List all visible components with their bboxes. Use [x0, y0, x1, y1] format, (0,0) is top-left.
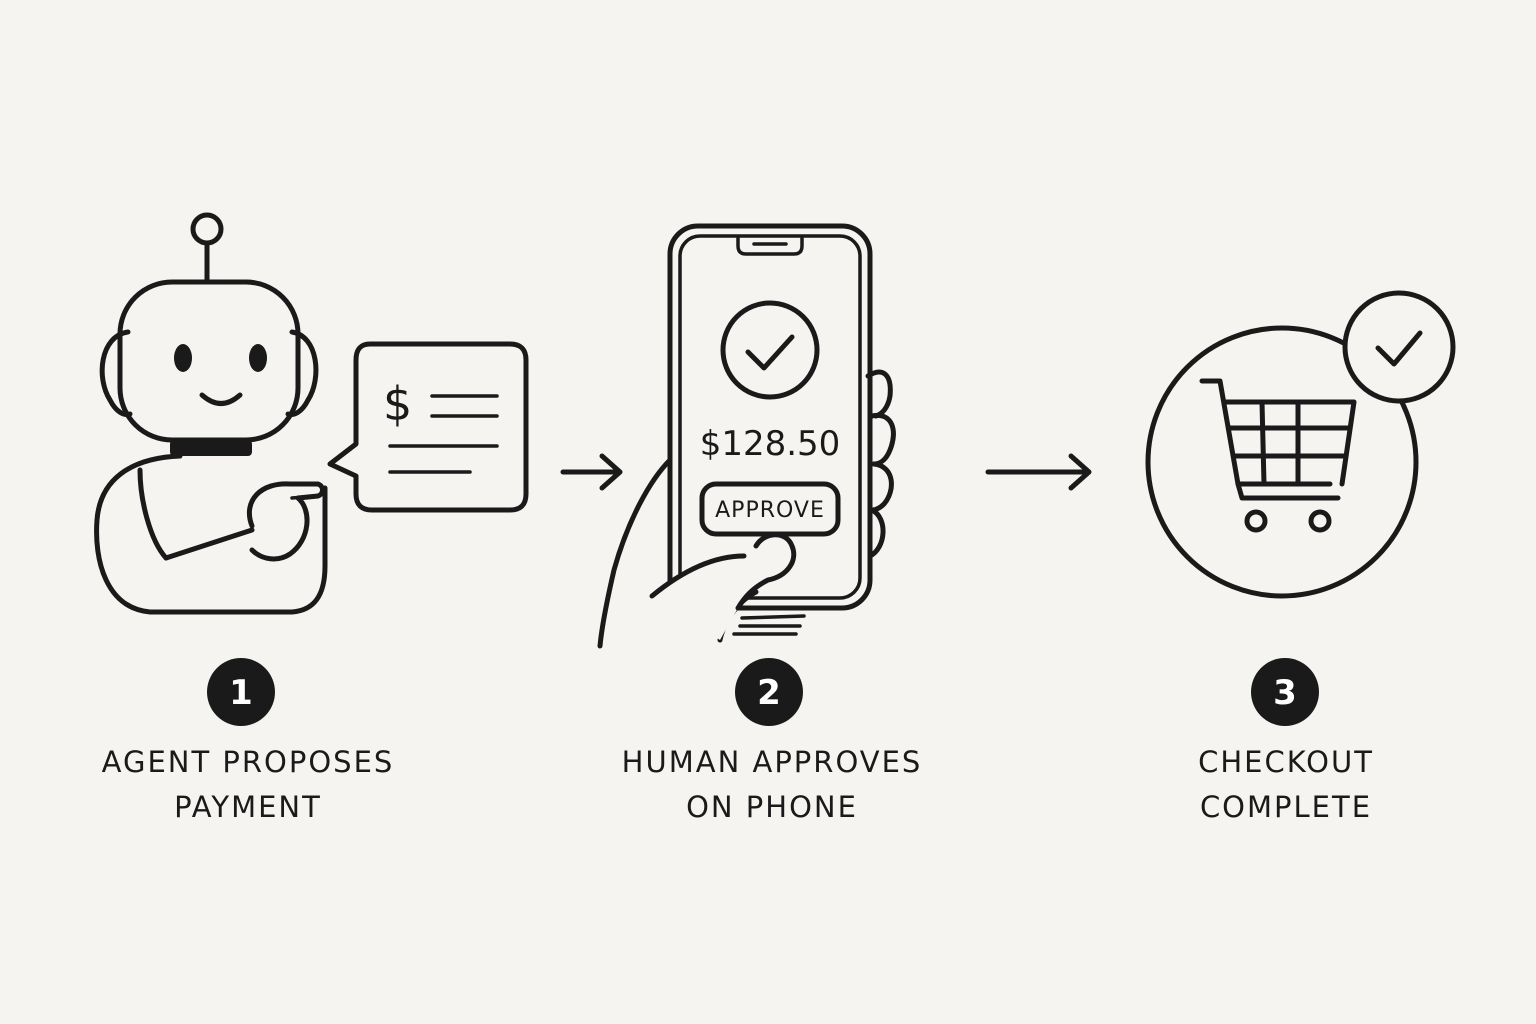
step-number: 1: [229, 673, 253, 713]
thumb-icon: [649, 532, 797, 640]
step-label-line: PAYMENT: [174, 790, 322, 824]
payment-amount: $128.50: [700, 424, 841, 464]
checkout-circle: [1145, 325, 1419, 599]
speech-bubble-icon: $: [327, 341, 529, 513]
step-number-badge: 3: [1251, 658, 1319, 726]
step-label: CHECKOUT COMPLETE: [1106, 740, 1466, 830]
step-label-line: CHECKOUT: [1198, 745, 1374, 779]
step-label-line: HUMAN APPROVES: [621, 745, 923, 779]
check-circle-icon: [720, 300, 820, 400]
step-number-badge: 1: [207, 658, 275, 726]
approve-button[interactable]: APPROVE: [699, 481, 841, 537]
step-label-line: COMPLETE: [1199, 790, 1373, 824]
shopping-cart-icon: [1199, 378, 1357, 533]
step-label: AGENT PROPOSES PAYMENT: [68, 740, 428, 830]
robot-icon: [94, 212, 328, 615]
dollar-sign: $: [383, 377, 412, 431]
step-number-badge: 2: [735, 658, 803, 726]
step-label-line: AGENT PROPOSES: [101, 745, 395, 779]
arrow-right-icon: [985, 453, 1092, 491]
arrow-right-icon: [560, 453, 623, 491]
step-label: HUMAN APPROVES ON PHONE: [592, 740, 952, 830]
step-number: 2: [757, 673, 781, 713]
step-number: 3: [1273, 673, 1297, 713]
check-circle-icon: [1342, 290, 1456, 404]
phone-icon: [667, 223, 873, 611]
approve-button-label: APPROVE: [715, 498, 825, 523]
step-label-line: ON PHONE: [686, 790, 858, 824]
